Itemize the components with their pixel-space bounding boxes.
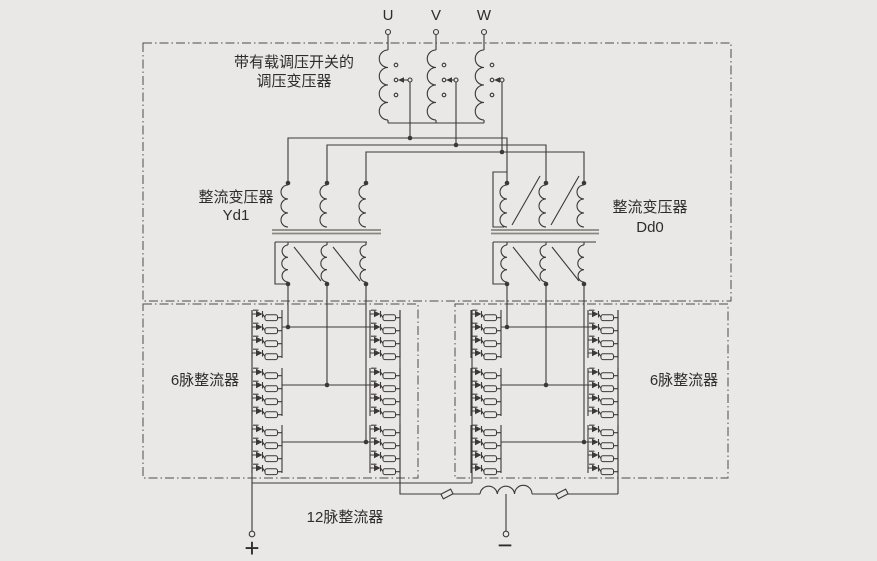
phase-bus-lines (287, 82, 585, 183)
yd1-transformer (272, 180, 381, 442)
rectifier-group (370, 425, 400, 475)
winding-coil (378, 49, 389, 121)
winding-coil (426, 49, 437, 121)
rectifier-group (370, 368, 400, 418)
rectifier-group (252, 425, 282, 475)
negative-terminal: − (497, 530, 512, 560)
six-pulse-left-label: 6脉整流器 (171, 372, 239, 389)
phase-label-u: U (383, 7, 394, 24)
transformer-core (272, 229, 381, 235)
right-six-pulse-rectifier (471, 310, 618, 475)
left-six-pulse-rectifier (252, 310, 400, 475)
transformer-core (491, 229, 599, 235)
transformer-section-box (142, 42, 732, 302)
interphase-reactor (479, 484, 533, 495)
rectifier-group (252, 310, 282, 360)
rectifier-group (588, 368, 618, 418)
dc-negative-bus (399, 310, 619, 538)
regulating-transformer-label-line2: 调压变压器 (256, 73, 331, 90)
rectifier-group (588, 310, 618, 360)
positive-terminal-node (248, 530, 256, 538)
negative-terminal-node (502, 530, 510, 538)
dd0-transformer (491, 171, 599, 442)
rectifier-group (252, 368, 282, 418)
phase-label-v: V (431, 7, 441, 24)
yd1-vector-group-label: Yd1 (223, 207, 250, 224)
tap-arrow-icon (398, 77, 505, 83)
yd1-transformer-label: 整流变压器 (198, 189, 273, 206)
phase-label-w: W (477, 7, 492, 24)
positive-terminal: + (244, 533, 259, 561)
six-pulse-right-label: 6脉整流器 (650, 372, 718, 389)
dd0-vector-group-label: Dd0 (636, 219, 664, 236)
winding-coil (474, 49, 485, 121)
twelve-pulse-label: 12脉整流器 (307, 509, 384, 526)
rectifier-group (471, 368, 501, 418)
tap-changer-taps (393, 62, 495, 98)
dd0-transformer-label: 整流变压器 (612, 199, 687, 216)
left-six-pulse-box (142, 303, 419, 479)
rectifier-group (471, 310, 501, 360)
rectifier-group (370, 310, 400, 360)
dc-positive-bus (248, 310, 473, 538)
regulating-transformer (378, 28, 505, 124)
rectifier-group (471, 425, 501, 475)
fuse-icon (555, 488, 569, 500)
regulating-transformer-label-line1: 带有载调压开关的 (234, 54, 354, 71)
rectifier-group (588, 425, 618, 475)
fuse-icon (440, 488, 454, 500)
right-six-pulse-box (454, 303, 729, 479)
